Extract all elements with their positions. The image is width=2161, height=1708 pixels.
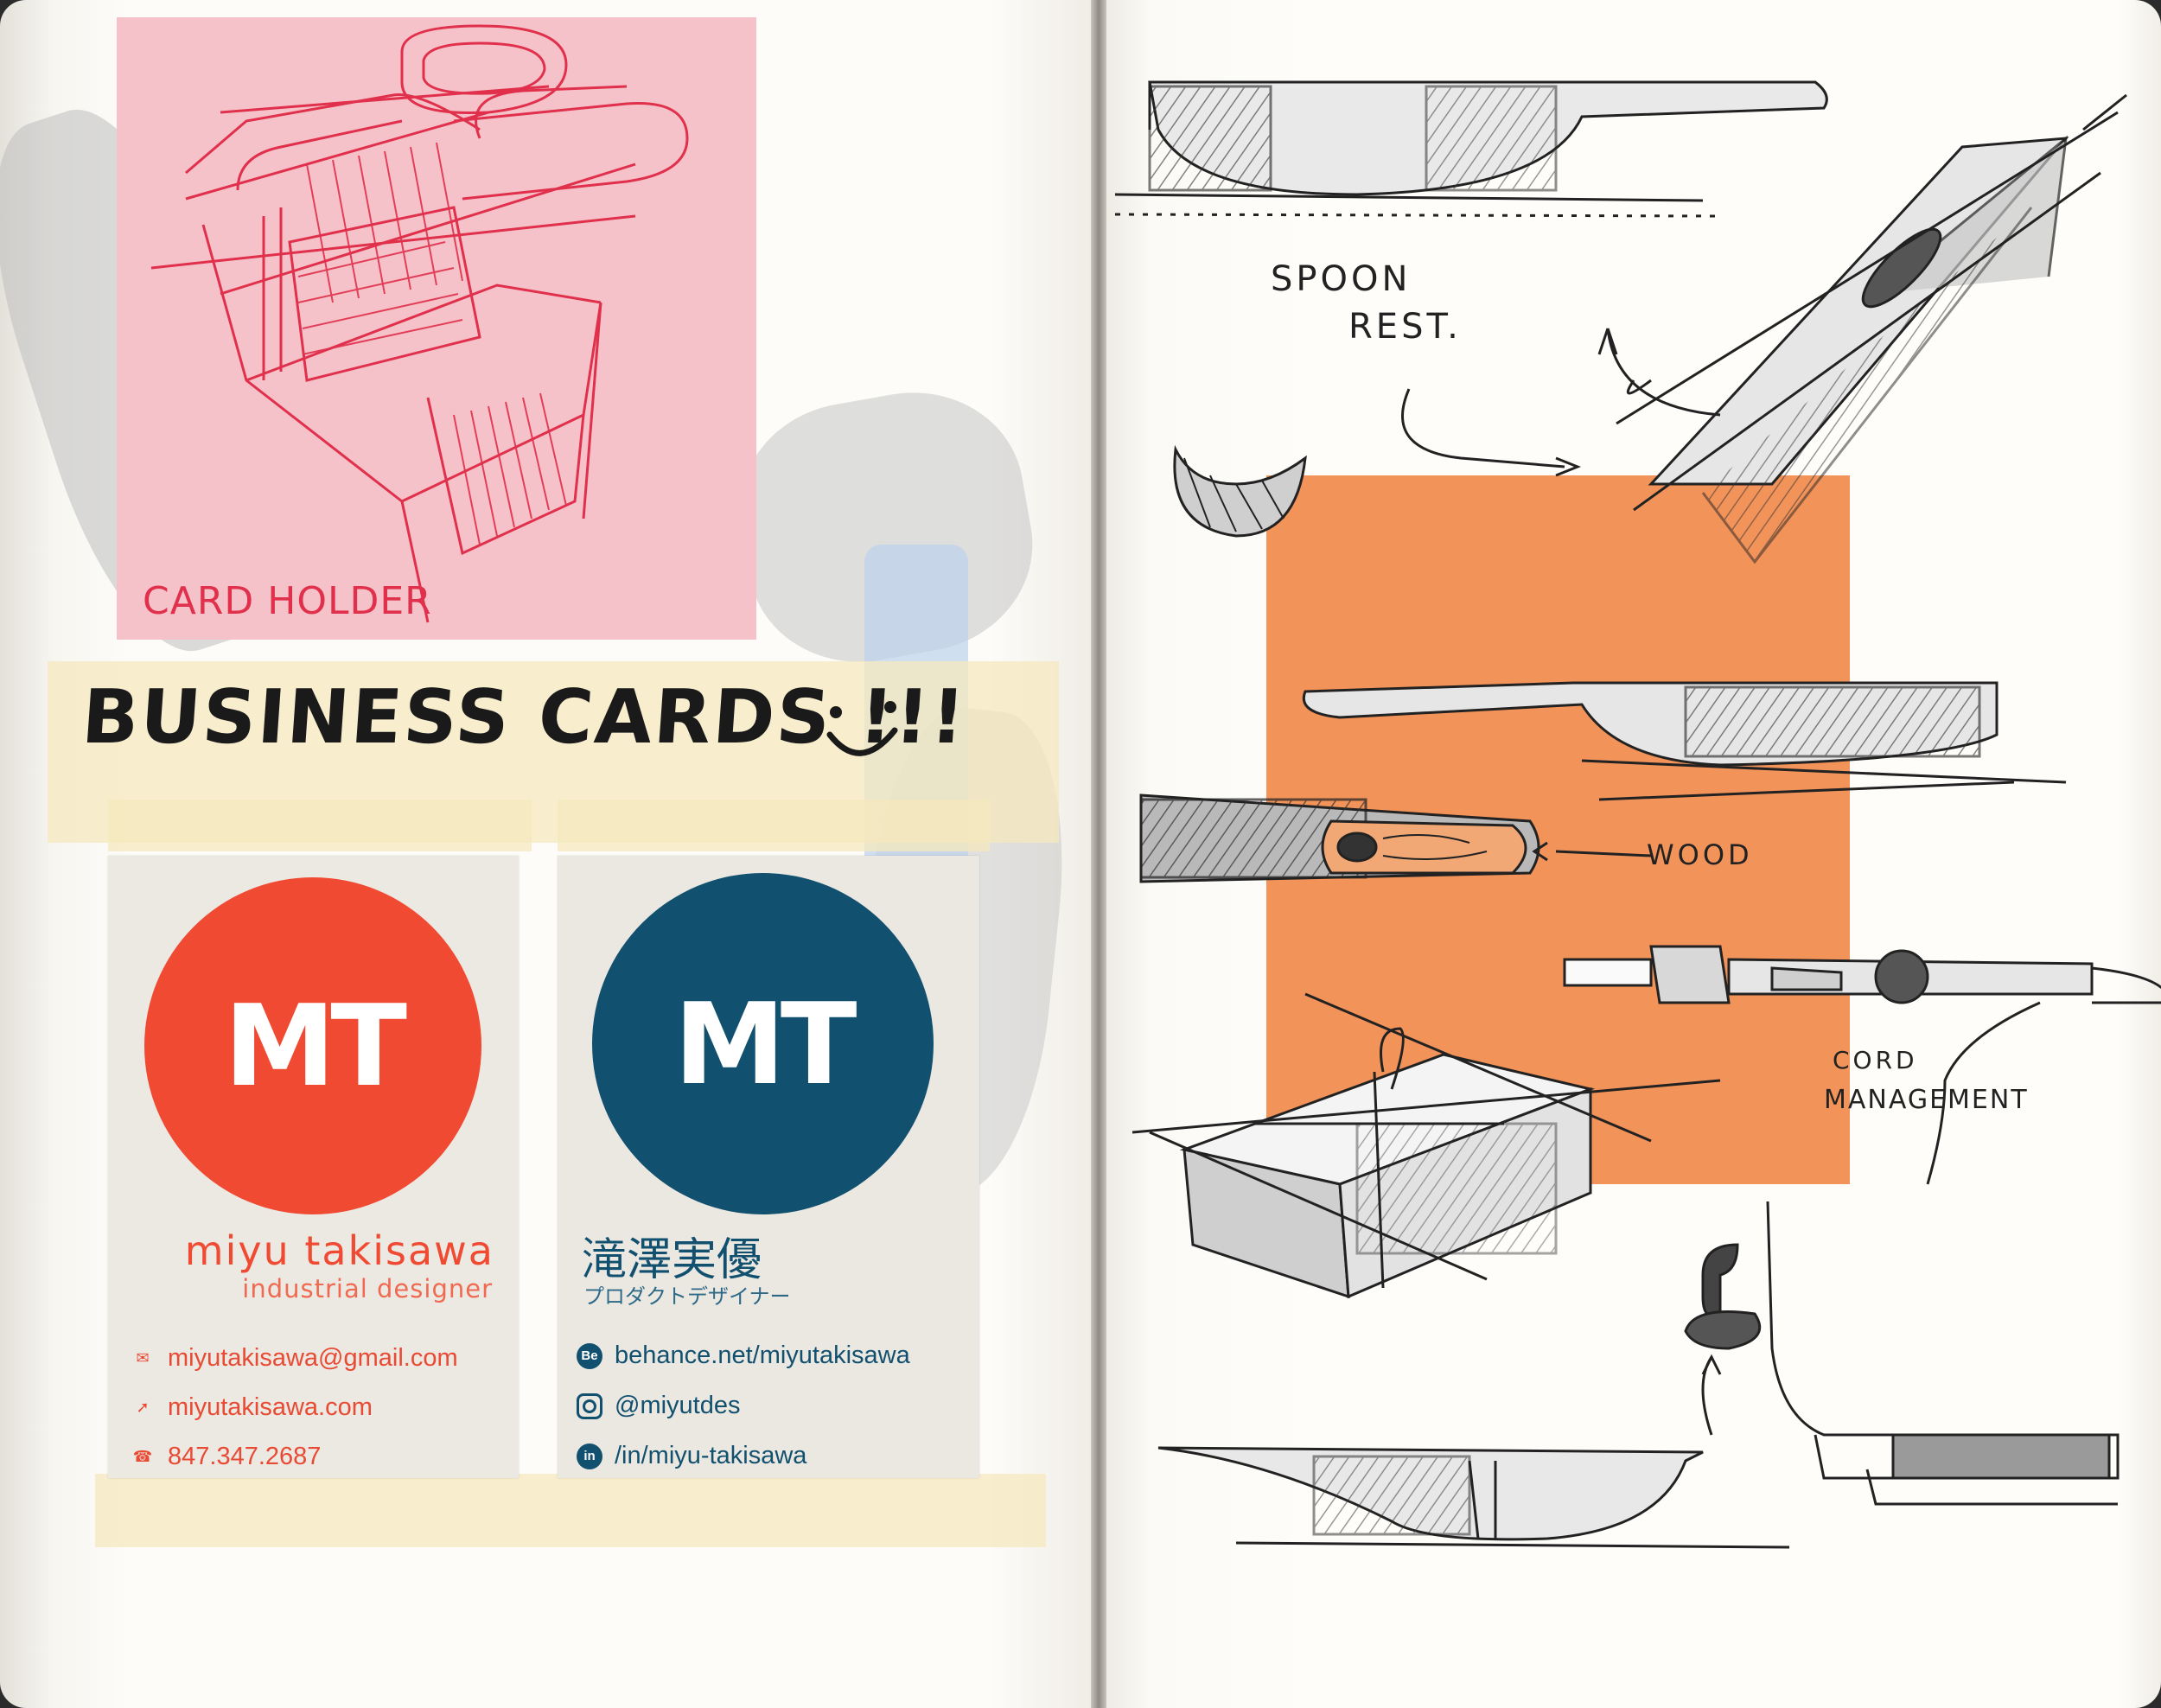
behance-icon: Be [577,1342,602,1369]
contact-text: miyutakisawa.com [168,1393,373,1421]
contact-text: 847.347.2687 [168,1443,322,1470]
pan-side-view-bottom [1157,1446,1790,1549]
pan-side-view-middle [1303,681,2067,801]
pan-sketches [1114,80,2161,1549]
business-card-japanese: MT 滝澤実優 プロダクトデザイナー Be behance.net/miyuta… [558,856,979,1478]
contact-website: ➚ miyutakisawa.com [130,1393,373,1422]
wood-handle-sketch [1139,793,1652,883]
rest-label: REST. [1348,307,1462,347]
card-title: プロダクトデザイナー [583,1284,791,1309]
contact-text: /in/miyu-takisawa [615,1442,807,1469]
management-label: MANAGEMENT [1824,1085,2029,1115]
card-name: 滝澤実優 [582,1234,762,1286]
handle-cross-section [1173,444,1307,538]
contact-phone: ☎ 847.347.2687 [130,1443,322,1471]
instagram-icon [577,1393,602,1419]
monogram: MT [673,978,857,1110]
sticky-note: CARD HOLDER [117,17,756,640]
contact-text: behance.net/miyutakisawa [615,1342,910,1369]
logo-circle: MT [592,873,934,1214]
card-name: miyu takisawa [184,1227,494,1274]
card-title: industrial designer [242,1274,493,1303]
cord-hook-sketch [1684,1201,2120,1506]
contact-text: miyutakisawa@gmail.com [168,1344,458,1372]
contact-behance: Be behance.net/miyutakisawa [577,1342,910,1370]
mail-icon: ✉ [136,1349,150,1367]
contact-linkedin: in /in/miyu-takisawa [577,1442,806,1470]
contact-email: ✉ miyutakisawa@gmail.com [130,1344,458,1373]
masking-tape [558,800,990,851]
cord-management-sketch [1563,945,2161,1185]
masking-tape [95,1474,1046,1547]
wood-label: WOOD [1647,838,1753,871]
card-holder-sketch [150,24,689,623]
contact-instagram: @miyutdes [577,1392,740,1420]
cord-label: CORD [1833,1046,1918,1074]
monogram: MT [223,980,407,1112]
pan-side-view-top [1114,80,1828,218]
smiley-icon [826,701,898,756]
cursor-icon: ➚ [136,1399,150,1416]
logo-circle: MT [144,877,481,1214]
tied-box-sketch [1131,992,1721,1299]
contact-text: @miyutdes [615,1392,741,1419]
spoon-rest-sketch [1401,93,2127,564]
book-spine [1091,0,1106,1708]
business-card-english: MT miyu takisawa industrial designer ✉ m… [108,856,519,1478]
card-holder-label: CARD HOLDER [143,579,432,623]
masking-tape [108,800,532,851]
phone-icon: ☎ [132,1448,153,1465]
linkedin-icon: in [577,1443,602,1469]
spoon-label: SPOON [1271,259,1412,299]
